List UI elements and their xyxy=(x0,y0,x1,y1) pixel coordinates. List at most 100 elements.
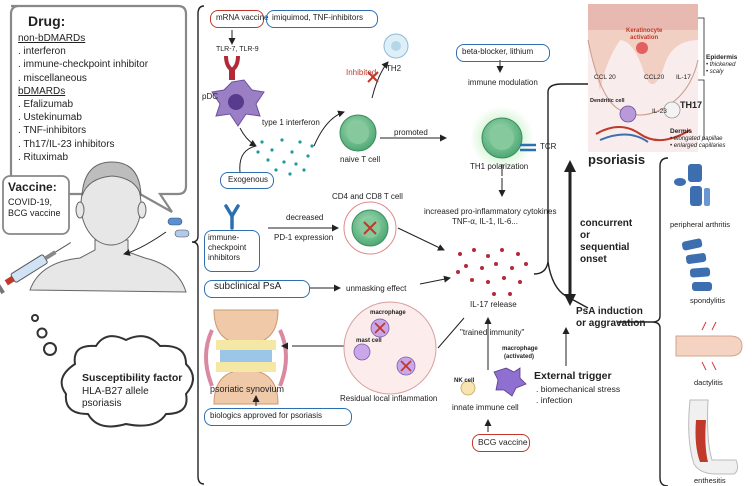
vaccine-item: COVID-19, xyxy=(8,197,53,207)
keratinocyte-line: activation xyxy=(630,35,659,41)
macrophage-activated-label1: macrophage xyxy=(502,346,538,352)
manifestation-spondylitis: spondylitis xyxy=(690,296,726,305)
tcr-icon xyxy=(520,143,536,152)
il23-label: IL-23 xyxy=(652,108,667,115)
exogenous-label: Exogenous xyxy=(228,175,269,184)
synovium-icon xyxy=(204,309,288,405)
innate-label: innate immune cell xyxy=(452,403,519,412)
dendritic-label: Dendritic cell xyxy=(590,98,625,104)
nk-cell-label: NK cell xyxy=(454,378,475,384)
mrna-vaccine-box xyxy=(210,10,264,28)
drug-item: . Rituximab xyxy=(18,151,69,163)
mast-cell-label: mast cell xyxy=(356,338,382,344)
drug-bubble xyxy=(9,4,188,213)
icp-line: immune- xyxy=(208,233,240,242)
pdc-cell xyxy=(211,79,265,127)
subclinical-label: subclinical PsA xyxy=(214,281,282,292)
trigger-item: . biomechanical stress xyxy=(536,384,621,394)
dermis-item: • elongated papillae xyxy=(670,136,723,142)
tlr-receptor-icon xyxy=(224,55,240,80)
subclinical-box xyxy=(204,280,310,298)
drug-list: non-bDMARDs . interferon . immune-checkp… xyxy=(18,32,148,164)
skin-panel xyxy=(587,4,699,152)
drug-item: . miscellaneous xyxy=(18,72,87,84)
non-bdmards-header: non-bDMARDs xyxy=(18,33,86,44)
drug-item: . Efalizumab xyxy=(18,99,74,111)
nk-cell xyxy=(460,380,476,396)
concurrent-label: concurrent or sequential onset xyxy=(580,218,632,266)
promoted-label: promoted xyxy=(394,128,428,137)
th2-label: TH2 xyxy=(386,64,402,73)
vaccine-title: Vaccine: xyxy=(8,180,57,194)
psoriasis-label: psoriasis xyxy=(588,152,646,167)
unmasking-label: unmasking effect xyxy=(346,284,407,293)
trained-immunity-label: "trained immunity" xyxy=(460,328,525,337)
spine-icon xyxy=(681,238,712,291)
ifn-dots xyxy=(256,138,314,176)
thought-bubble xyxy=(31,314,194,428)
epidermis-item: • scaly xyxy=(706,69,724,75)
manifestation-peripheral-arthritis: peripheral arthritis xyxy=(670,220,731,229)
drug-item: . Ustekinumab xyxy=(18,112,82,124)
keratinocyte-label: Keratinocyte activation xyxy=(626,28,662,42)
cytokines-line1: increased pro-inflammatory cytokines xyxy=(424,207,557,216)
vaccine-box xyxy=(2,175,70,235)
antibody-icon xyxy=(224,204,240,230)
concurrent-line: onset xyxy=(580,254,607,265)
activated-macrophage xyxy=(493,367,527,397)
beta-blocker-box xyxy=(456,44,550,62)
psa-induction-line: or aggravation xyxy=(576,318,646,329)
concurrent-line: or xyxy=(580,230,590,241)
left-bracket xyxy=(191,5,205,485)
cytokines-line2: TNF-α, IL-1, IL-6... xyxy=(452,217,518,226)
psa-induction-label: PsA induction or aggravation xyxy=(576,306,645,330)
type1-ifn-label: type 1 interferon xyxy=(262,118,320,127)
syringe-icon xyxy=(0,242,71,295)
concurrent-line: sequential xyxy=(580,242,630,253)
biologics-box xyxy=(204,408,352,426)
concurrent-line: concurrent xyxy=(580,218,633,229)
th17-label: TH17 xyxy=(680,100,703,110)
person-figure xyxy=(29,161,187,293)
biologics-label: biologics approved for psoriasis xyxy=(210,411,323,420)
pd1-label: PD-1 expression xyxy=(274,233,334,242)
susceptibility-item: psoriasis xyxy=(82,398,122,409)
epidermis-list: • thickened • scaly xyxy=(706,62,735,76)
ccl20-left-label: CCL 20 xyxy=(594,74,616,81)
imiquimod-label: imiquimod, TNF-inhibitors xyxy=(272,13,363,22)
drug-title: Drug: xyxy=(28,13,66,29)
inhibit-x-icon xyxy=(367,71,379,83)
tlr-label: TLR-7, TLR-9 xyxy=(216,46,259,53)
psa-induction-line: PsA induction xyxy=(576,306,643,317)
drug-item: . interferon xyxy=(18,46,66,58)
susceptibility-title: Susceptibility factor xyxy=(82,372,183,384)
immune-modulation-label: immune modulation xyxy=(468,78,538,87)
dermis-list: • elongated papillae • enlarged capillar… xyxy=(670,136,725,150)
bcg-box xyxy=(472,434,530,452)
manifestation-enthesitis: enthesitis xyxy=(694,476,726,485)
tcr-label: TCR xyxy=(540,142,557,151)
il17-label: IL-17 xyxy=(676,74,691,81)
macrophage-label: macrophage xyxy=(370,310,406,316)
epidermis-item: • thickened xyxy=(706,62,736,68)
heel-icon xyxy=(688,399,739,475)
beta-blocker-label: beta-blocker, lithium xyxy=(462,47,534,56)
vaccine-list: COVID-19, BCG vaccine xyxy=(8,197,61,219)
epidermis-label: Epidermis xyxy=(706,54,738,61)
vaccine-item: BCG vaccine xyxy=(8,208,61,218)
th1-polarization-label: TH1 polarization xyxy=(470,162,529,171)
drug-item: . immune-checkpoint inhibitor xyxy=(18,59,149,71)
icp-inhibitors-label: immune- checkpoint inhibitors xyxy=(208,233,246,263)
ccl20-right-label: CCL20 xyxy=(644,74,665,81)
finger-icon xyxy=(675,321,743,371)
trigger-title: External trigger xyxy=(534,370,612,382)
dermis-item: • enlarged capillaries xyxy=(670,143,726,149)
bcg-label: BCG vaccine xyxy=(478,437,528,447)
trigger-list: . biomechanical stress . infection xyxy=(536,384,620,406)
psoriatic-synovium-label: psoriatic synovium xyxy=(210,384,285,394)
trigger-item: . infection xyxy=(536,395,573,405)
knee-icon xyxy=(674,164,710,206)
pills-icon xyxy=(167,217,190,238)
bdmards-header: bDMARDs xyxy=(18,85,66,97)
